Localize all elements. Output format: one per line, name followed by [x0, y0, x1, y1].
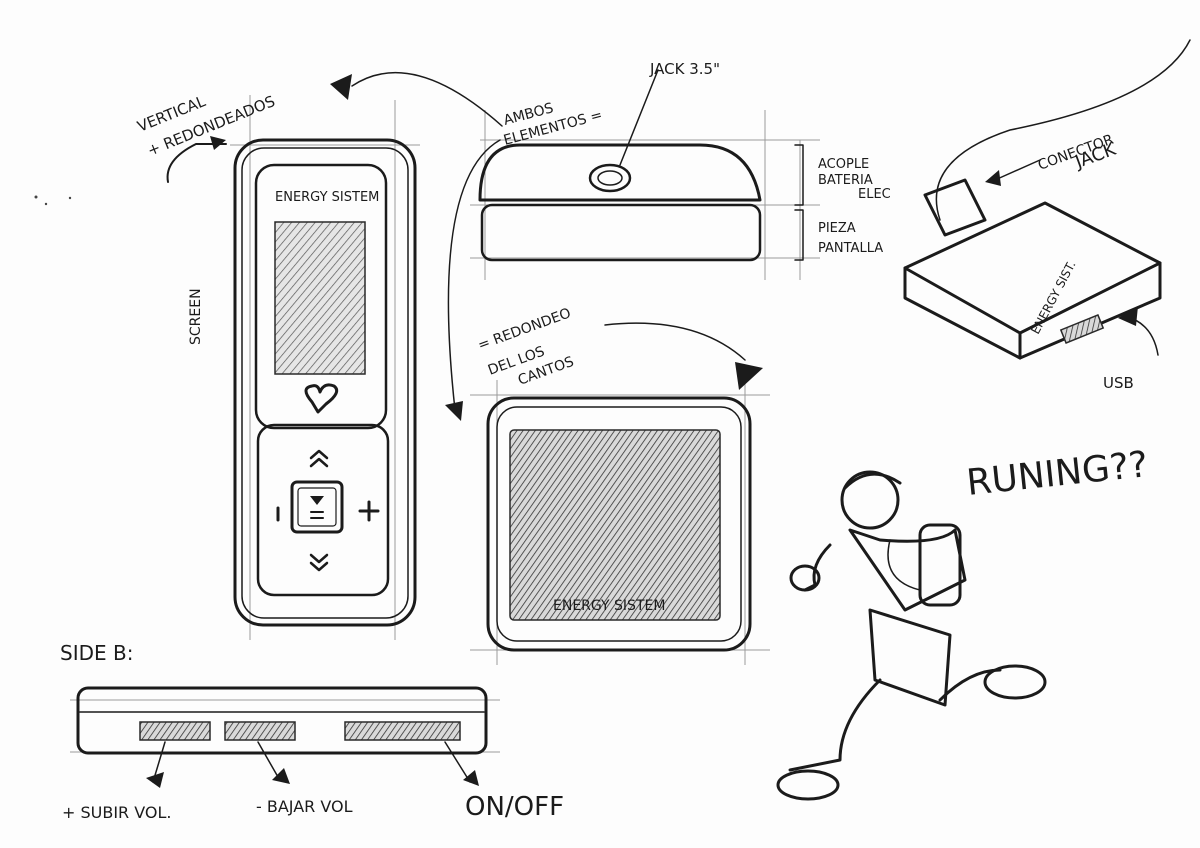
device-perspective: ENERGY SIST. CONECTOR JACK USB	[903, 39, 1191, 392]
label-jack: JACK 3.5"	[649, 60, 720, 78]
stray-marks	[34, 195, 72, 206]
label-on-off: ON/OFF	[465, 792, 564, 822]
label-pantalla: PANTALLA	[818, 241, 883, 256]
device-side-b: SIDE B: + SUBIR VOL. - BAJAR VOL ON/OFF	[60, 641, 564, 822]
center-button	[290, 480, 344, 534]
label-running: RUNING??	[965, 444, 1150, 504]
brand-front: ENERGY SISTEM	[275, 190, 379, 205]
heart-icon	[304, 383, 339, 414]
arrow-head	[445, 401, 463, 421]
label-redondeo: = REDONDEO	[476, 305, 573, 353]
power-button	[344, 721, 461, 741]
arrow-head	[985, 170, 1001, 186]
chevron-up-icon	[309, 449, 329, 468]
runner-figure: RUNING??	[776, 444, 1150, 801]
label-usb: USB	[1103, 374, 1134, 392]
label-bateria: BATERIA	[818, 173, 873, 188]
chevron-down-icon	[309, 553, 329, 572]
brand-square: ENERGY SISTEM	[553, 598, 665, 614]
device-front-view: ENERGY SISTEM	[233, 138, 417, 627]
label-pieza: PIEZA	[818, 221, 856, 236]
label-side-b: SIDE B:	[60, 641, 133, 665]
brand-usb: ENERGY SIST.	[1028, 258, 1078, 336]
arrow-head	[210, 136, 226, 150]
label-subir-vol: + SUBIR VOL.	[62, 803, 172, 822]
vol-up-button	[139, 721, 211, 741]
front-screen	[274, 221, 366, 375]
play-icon	[310, 496, 324, 505]
arrow-head	[1118, 306, 1138, 326]
usb-port	[1059, 314, 1105, 344]
label-screen: SCREEN	[188, 288, 204, 345]
arrow-head	[330, 74, 352, 100]
label-acople: ACOPLE	[818, 157, 869, 172]
label-elec: ELEC	[858, 187, 891, 202]
plus-icon	[358, 500, 380, 522]
jack-port	[588, 163, 632, 193]
label-bajar-vol: - BAJAR VOL	[256, 797, 353, 816]
construction-lines	[70, 95, 820, 753]
vol-down-button	[224, 721, 296, 741]
device-square-view: ENERGY SISTEM = REDONDEO DEL LOS CANTOS	[476, 305, 763, 652]
arrow-head	[735, 362, 763, 390]
square-screen	[509, 429, 721, 621]
